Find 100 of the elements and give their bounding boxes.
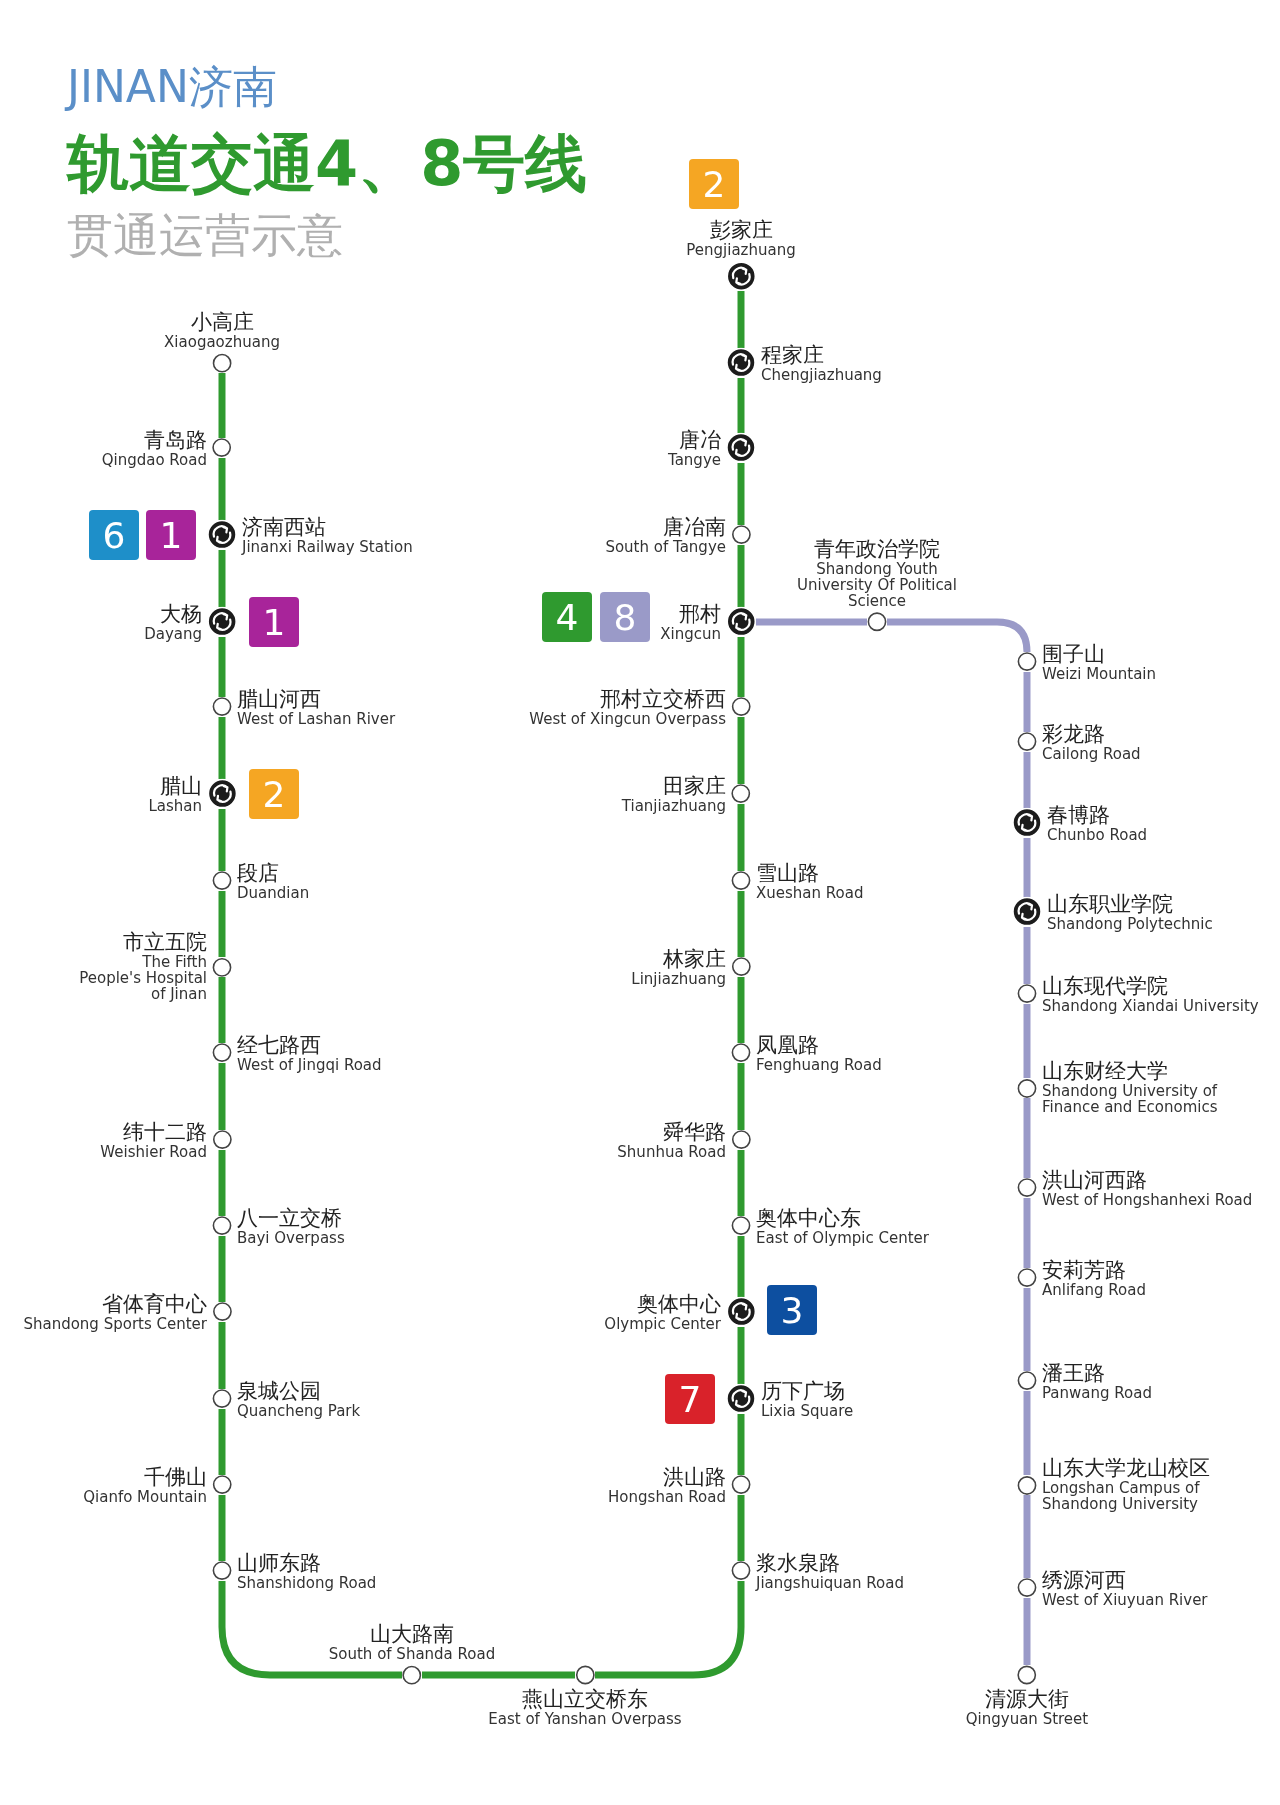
subtitle: 贯通运营示意 bbox=[67, 207, 343, 264]
station-name-english: Shandong Xiandai University bbox=[1042, 997, 1259, 1014]
track-line bbox=[1023, 752, 1031, 808]
track-line bbox=[422, 1671, 575, 1679]
station-name: 山东大学龙山校区 bbox=[1042, 1457, 1211, 1481]
station-name: 奥体中心东 bbox=[756, 1206, 862, 1230]
track-line bbox=[1023, 1098, 1031, 1178]
station-name-english: Shandong Sports Center bbox=[23, 1315, 207, 1332]
line-number-badge: 4 bbox=[542, 592, 592, 642]
station-name: 济南西站 bbox=[242, 515, 327, 539]
track-line bbox=[1023, 1391, 1031, 1475]
station-name: 彩龙路 bbox=[1042, 722, 1106, 746]
station-name: 春博路 bbox=[1047, 803, 1111, 827]
station-name: 绣源河西 bbox=[1042, 1568, 1127, 1592]
track-line bbox=[1023, 1198, 1031, 1268]
station-name: 段店 bbox=[237, 861, 280, 885]
track-line bbox=[1023, 927, 1031, 984]
station-name-english: Xiaogaozhuang bbox=[164, 333, 280, 350]
station-name: 纬十二路 bbox=[123, 1120, 207, 1144]
track-line bbox=[737, 1327, 745, 1384]
station-name-english: Shunhua Road bbox=[617, 1143, 726, 1160]
station-name: 腊山 bbox=[160, 774, 202, 798]
track-line bbox=[737, 1236, 745, 1297]
station-name: 腊山河西 bbox=[237, 687, 322, 711]
station-name: 小高庄 bbox=[190, 311, 254, 334]
track-line bbox=[737, 637, 745, 697]
line-number-badge: 6 bbox=[89, 510, 139, 560]
track-line bbox=[218, 637, 226, 697]
track-line bbox=[737, 545, 745, 607]
line-number-badge: 7 bbox=[665, 1374, 715, 1424]
station-name-english: South of Tangye bbox=[605, 538, 726, 555]
station-name-english: South of Shanda Road bbox=[328, 1645, 496, 1662]
station-name: 舜华路 bbox=[663, 1120, 726, 1144]
station-name-english: Weizi Mountain bbox=[1042, 665, 1157, 682]
station-name: 田家庄 bbox=[663, 774, 726, 798]
station-name-english: West of Xingcun Overpass bbox=[529, 710, 726, 727]
station-name-english: Quancheng Park bbox=[237, 1402, 361, 1419]
station-name: 山东现代学院 bbox=[1042, 974, 1169, 998]
track-line bbox=[218, 1409, 226, 1475]
station-name-english: Shandong Youth University Of Political Science bbox=[796, 560, 958, 609]
station-name-english: Olympic Center bbox=[604, 1315, 721, 1332]
station-name: 山东职业学院 bbox=[1047, 892, 1174, 916]
track-line bbox=[737, 378, 745, 433]
station-name-english: Qingyuan Street bbox=[965, 1710, 1089, 1727]
station-name: 唐冶 bbox=[679, 428, 721, 452]
station-name-english: Jiangshuiquan Road bbox=[756, 1574, 904, 1591]
station-name: 清源大街 bbox=[985, 1688, 1069, 1711]
track-line bbox=[737, 1063, 745, 1130]
track-line bbox=[737, 717, 745, 784]
station-name-english: West of Hongshanhexi Road bbox=[1042, 1191, 1253, 1208]
track-line bbox=[737, 804, 745, 871]
station-name: 燕山立交桥东 bbox=[522, 1688, 648, 1711]
station-name: 省体育中心 bbox=[102, 1292, 207, 1316]
station-name-english: Jinanxi Railway Station bbox=[242, 538, 413, 555]
line-number-badge: 2 bbox=[689, 159, 739, 209]
track-line bbox=[1023, 1288, 1031, 1371]
station-name: 邢村立交桥西 bbox=[600, 687, 726, 711]
station-name: 青年政治学院 bbox=[814, 537, 940, 561]
station-name: 市立五院 bbox=[123, 931, 207, 955]
station-name: 浆水泉路 bbox=[756, 1551, 841, 1575]
track-line bbox=[218, 550, 226, 607]
station-name-english: East of Yanshan Overpass bbox=[488, 1710, 682, 1727]
station-name-english: The Fifth People's Hospital of Jinan bbox=[78, 954, 207, 1003]
track-line bbox=[218, 1495, 226, 1561]
station-name: 经七路西 bbox=[237, 1033, 322, 1057]
station-name-english: East of Olympic Center bbox=[756, 1229, 929, 1246]
station-name: 邢村 bbox=[679, 602, 721, 626]
station-name-english: Xueshan Road bbox=[756, 884, 864, 901]
track-line bbox=[218, 1150, 226, 1216]
station-name: 潘王路 bbox=[1042, 1361, 1106, 1385]
track-line bbox=[737, 1414, 745, 1475]
station-name-english: Shandong University of Finance and Economics bbox=[1042, 1083, 1219, 1116]
track-line bbox=[737, 1495, 745, 1561]
station-name: 奥体中心 bbox=[637, 1292, 721, 1316]
track-line bbox=[218, 809, 226, 871]
station-name-english: Fenghuang Road bbox=[756, 1056, 882, 1073]
station-name: 八一立交桥 bbox=[237, 1206, 343, 1230]
track-line bbox=[737, 891, 745, 957]
station-name-english: Bayi Overpass bbox=[237, 1229, 345, 1246]
station-name-english: Panwang Road bbox=[1042, 1384, 1152, 1401]
station-name-english: Shanshidong Road bbox=[237, 1574, 377, 1591]
station-name-english: Anlifang Road bbox=[1042, 1281, 1146, 1298]
station-name-english: Duandian bbox=[237, 884, 310, 901]
track-line bbox=[737, 977, 745, 1043]
track-line bbox=[1023, 1004, 1031, 1078]
station-name: 山师东路 bbox=[237, 1551, 322, 1575]
track-line bbox=[218, 1322, 226, 1389]
track-line bbox=[1023, 1495, 1031, 1578]
station-name: 程家庄 bbox=[761, 343, 825, 367]
station-name-english: Cailong Road bbox=[1042, 745, 1141, 762]
station-name: 青岛路 bbox=[144, 428, 207, 452]
track-line bbox=[218, 1581, 402, 1679]
station-name: 洪山河西路 bbox=[1042, 1168, 1148, 1192]
station-name-english: Lashan bbox=[148, 797, 202, 814]
track-line bbox=[756, 618, 867, 626]
station-name: 林家庄 bbox=[663, 947, 726, 971]
track-line bbox=[218, 891, 226, 957]
line-number-badge: 2 bbox=[249, 769, 299, 819]
station-name: 千佛山 bbox=[144, 1465, 207, 1489]
track-line bbox=[218, 1236, 226, 1302]
